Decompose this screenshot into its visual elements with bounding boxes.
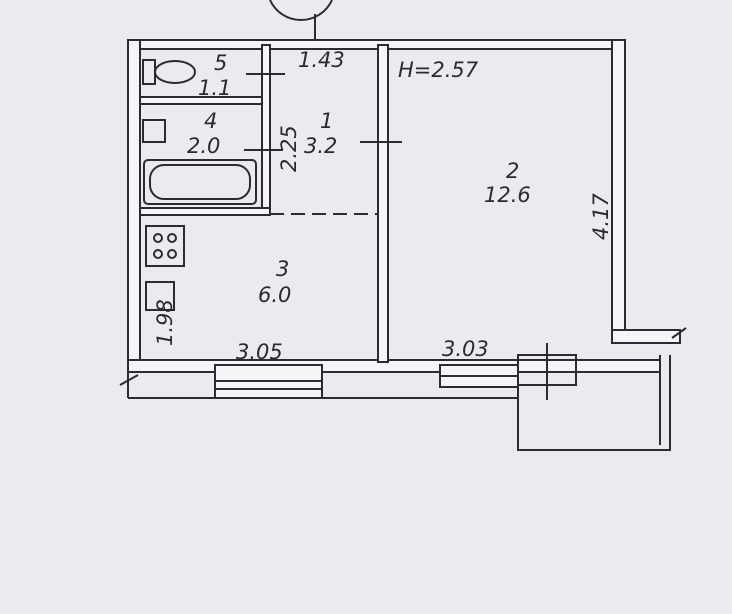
dim-corridor-height: 2.25 (277, 125, 301, 172)
room-4-number: 4 (204, 109, 217, 133)
dim-top-corridor: 1.43 (298, 48, 345, 72)
toilet-icon (142, 59, 196, 85)
balcony (517, 343, 671, 451)
room-5-number: 5 (214, 51, 227, 75)
window-kitchen (214, 364, 323, 399)
room-5-area: 1.1 (198, 76, 231, 100)
bathtub-icon (143, 159, 257, 205)
door-arc (269, 0, 333, 21)
ceiling-height: H=2.57 (398, 58, 479, 82)
interior-walls (139, 44, 402, 363)
dim-kitchen-width: 3.05 (236, 340, 283, 364)
stove-icon (145, 225, 185, 267)
window-room2 (439, 364, 519, 388)
dim-room2-height: 4.17 (589, 193, 613, 240)
room-2-number: 2 (506, 159, 519, 183)
room-4-area: 2.0 (187, 134, 220, 158)
room-1-number: 1 (320, 109, 333, 133)
room-1-area: 3.2 (304, 134, 337, 158)
sink-icon (142, 119, 166, 143)
outer-walls (119, 39, 687, 399)
dim-room2-width: 3.03 (442, 337, 489, 361)
room-2-area: 12.6 (484, 183, 531, 207)
dim-kitchen-height: 1.98 (153, 299, 177, 346)
room-3-area: 6.0 (258, 283, 291, 307)
kitchen-sink-icon (145, 281, 175, 311)
room-3-number: 3 (276, 257, 289, 281)
